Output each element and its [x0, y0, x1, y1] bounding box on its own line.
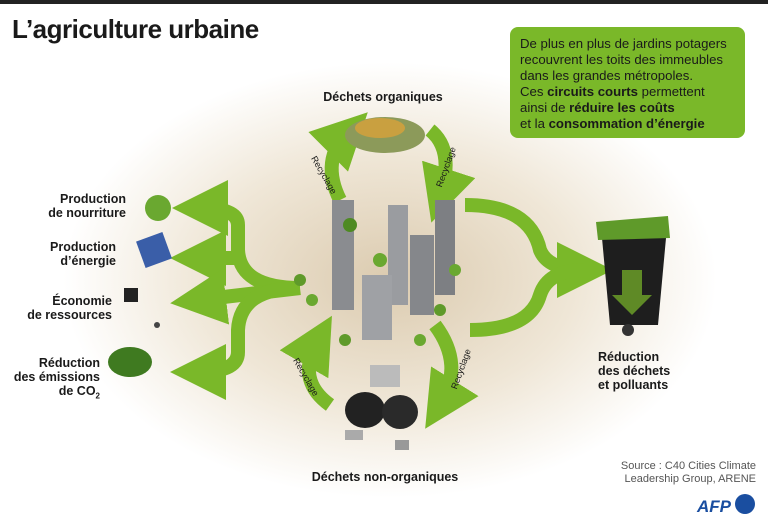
t: Réduction	[38, 356, 100, 370]
t: des déchets	[598, 364, 671, 378]
t: Leadership Group, ARENE	[624, 473, 756, 485]
leaf-icon	[108, 347, 152, 377]
t: Production	[50, 240, 116, 254]
non-organic-waste-pile	[345, 365, 418, 450]
arrow-food	[172, 180, 301, 295]
cabbage-icon	[145, 195, 171, 221]
t: 2	[95, 391, 100, 401]
info-line: Ces circuits courts permettent	[520, 84, 735, 100]
recycle-arrow-top-left	[308, 112, 368, 204]
t: de CO2	[0, 384, 100, 404]
info-line: recouvrent les toits des immeubles	[520, 52, 724, 67]
benefit-icons	[108, 195, 172, 377]
organic-waste-label: Déchets organiques	[323, 90, 443, 104]
t: ainsi de	[520, 100, 570, 115]
t: permettent	[638, 84, 705, 99]
t: de nourriture	[48, 206, 126, 220]
info-line: dans les grandes métropoles.	[520, 68, 694, 83]
dropper-icon	[124, 288, 138, 302]
info-line: ainsi de réduire les coûts	[520, 100, 735, 116]
trash-bin-icon	[596, 216, 670, 336]
arrow-waste-bottom	[469, 263, 586, 337]
info-line: De plus en plus de jardins potagers	[520, 36, 727, 51]
recycle-arrow-bottom-right	[425, 320, 479, 429]
recycle-arrow-bottom-left	[279, 315, 335, 411]
benefit-arrows	[170, 180, 301, 400]
t: et polluants	[598, 378, 669, 392]
page-title: L’agriculture urbaine	[12, 14, 259, 44]
afp-logo-dot	[735, 494, 755, 514]
t: et la	[520, 116, 549, 131]
t: Ces	[520, 84, 548, 99]
t: circuits courts	[547, 84, 639, 99]
t: Production	[60, 192, 126, 206]
t: Source : C40 Cities Climate	[620, 460, 756, 472]
arrow-waste-top	[464, 198, 613, 298]
non-organic-waste-label: Déchets non-organiques	[311, 470, 459, 484]
waste-arrows	[279, 112, 613, 429]
t: d’énergie	[60, 254, 116, 268]
top-rule	[0, 0, 768, 4]
t: de CO	[58, 384, 96, 398]
city-illustration	[294, 200, 461, 346]
solar-panel-icon	[136, 232, 172, 268]
recycle-arrow-top-right	[422, 124, 476, 223]
t: des émissions	[13, 370, 100, 384]
t: réduire les coûts	[569, 100, 675, 115]
t: Réduction	[598, 350, 660, 364]
afp-logo: AFP	[697, 497, 731, 516]
t: Économie	[52, 294, 112, 308]
organic-waste-pile	[345, 117, 425, 153]
t: de ressources	[27, 308, 112, 322]
info-box: De plus en plus de jardins potagers reco…	[510, 27, 745, 138]
info-line: et la consommation d’énergie	[520, 116, 735, 132]
arrow-co2	[170, 281, 301, 400]
t: consommation d’énergie	[548, 116, 705, 131]
